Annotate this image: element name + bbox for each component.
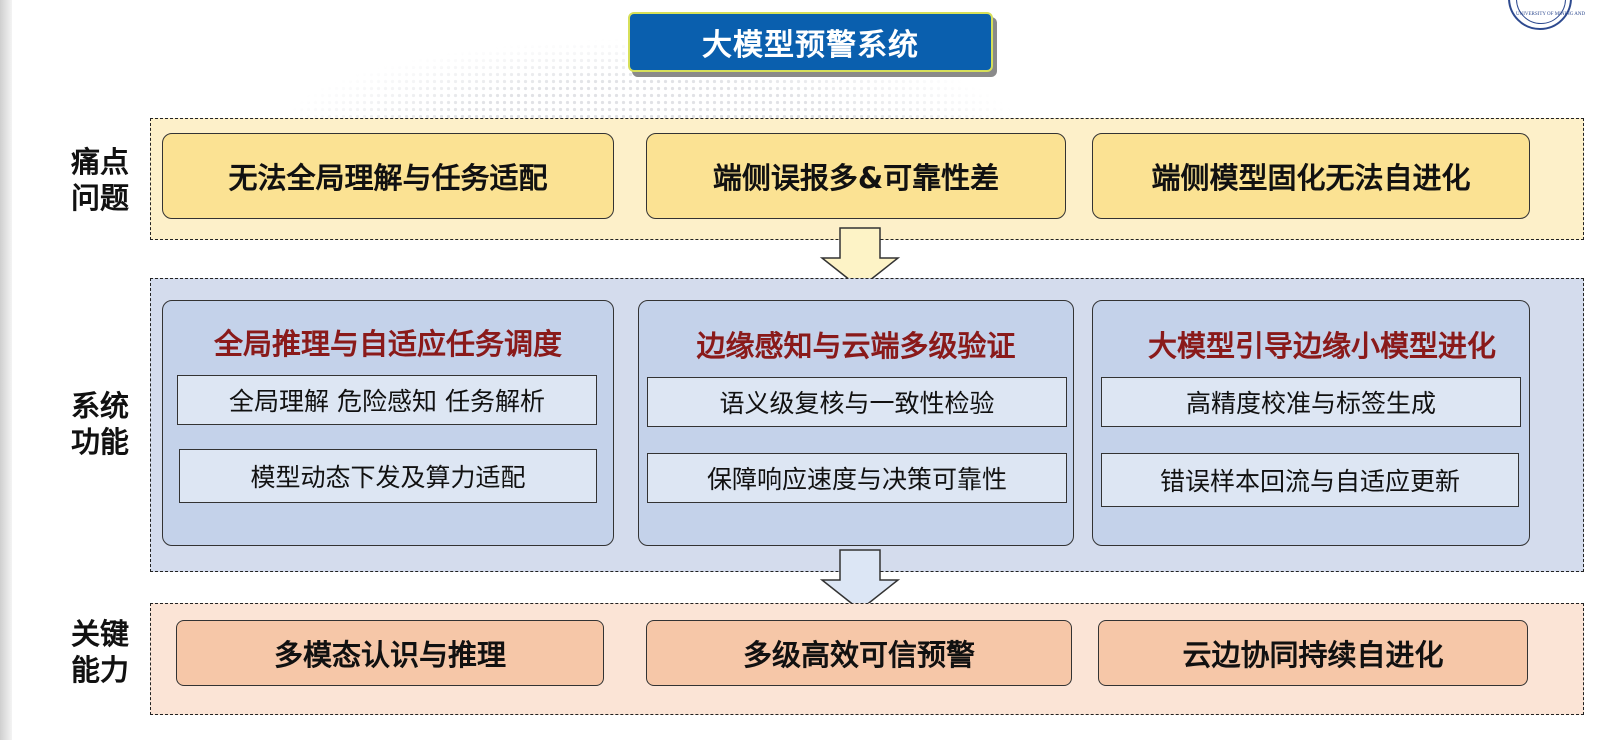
down-arrow-2 — [819, 549, 901, 611]
function-item: 保障响应速度与决策可靠性 — [647, 453, 1067, 503]
function-item: 高精度校准与标签生成 — [1101, 377, 1521, 427]
panel-title: 全局推理与自适应任务调度 — [213, 327, 562, 361]
function-panel-3: 大模型引导边缘小模型进化 高精度校准与标签生成 错误样本回流与自适应更新 — [1092, 300, 1530, 546]
university-logo: UNIVERSITY OF MINING AND — [1508, 0, 1585, 30]
down-arrow-1 — [819, 227, 901, 289]
function-panel-1: 全局推理与自适应任务调度 全局理解 危险感知 任务解析 模型动态下发及算力适配 — [162, 300, 614, 546]
capability-box-3: 云边协同持续自进化 — [1098, 620, 1528, 686]
system-function-label: 系统 功能 — [70, 389, 129, 459]
function-item: 模型动态下发及算力适配 — [179, 449, 597, 503]
side-shadow — [0, 0, 12, 740]
pain-points-label: 痛点 问题 — [70, 145, 129, 215]
function-item: 错误样本回流与自适应更新 — [1101, 453, 1519, 507]
function-item: 语义级复核与一致性检验 — [647, 377, 1067, 427]
function-panel-2: 边缘感知与云端多级验证 语义级复核与一致性检验 保障响应速度与决策可靠性 — [638, 300, 1074, 546]
pain-box-2: 端侧误报多&可靠性差 — [646, 133, 1066, 219]
capability-box-2: 多级高效可信预警 — [646, 620, 1072, 686]
function-item: 全局理解 危险感知 任务解析 — [177, 375, 597, 425]
pain-box-1: 无法全局理解与任务适配 — [162, 133, 614, 219]
panel-title: 边缘感知与云端多级验证 — [696, 329, 1016, 363]
key-capability-label: 关键 能力 — [70, 617, 129, 687]
pain-box-3: 端侧模型固化无法自进化 — [1092, 133, 1530, 219]
diagram-title: 大模型预警系统 — [628, 12, 993, 72]
capability-box-1: 多模态认识与推理 — [176, 620, 604, 686]
panel-title: 大模型引导边缘小模型进化 — [1147, 329, 1496, 363]
